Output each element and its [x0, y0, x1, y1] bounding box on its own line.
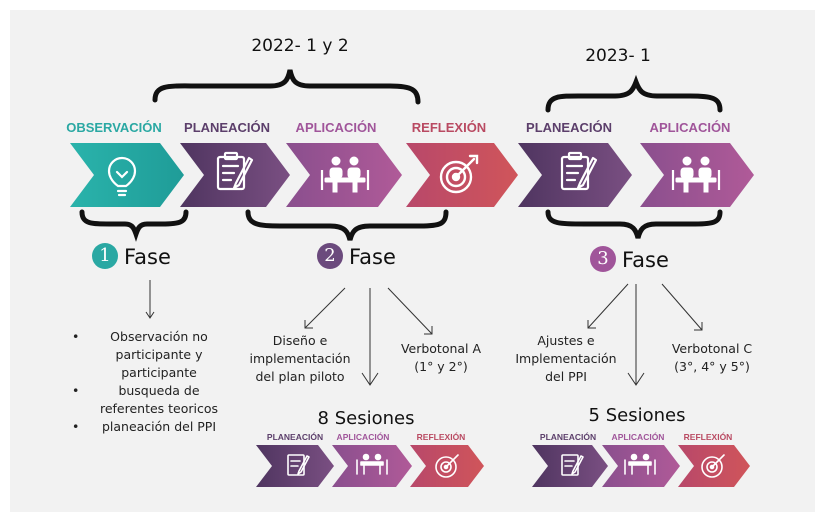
target-arrow-icon	[701, 454, 725, 478]
phase2-left-text: Diseño e implementación del plan piloto	[249, 333, 351, 384]
step-label-aplicacion: APLICACIÓN	[295, 120, 377, 135]
list-item: busqueda de referentes teoricos	[72, 382, 232, 418]
phase1-bullet-list: Observación no participante y participan…	[72, 328, 232, 436]
phase-number-badge: 1	[92, 243, 118, 269]
phase3-sessions: 5 Sesiones	[588, 405, 686, 426]
meeting-people-icon	[356, 453, 388, 475]
arrow-fase3-right	[661, 283, 703, 331]
meeting-people-icon	[671, 156, 721, 193]
chevron-planeacion-1	[180, 143, 290, 207]
mini-label-planeacion: PLANEACIÓN	[539, 432, 597, 442]
phase3-right-text-1: Verbotonal C	[671, 341, 753, 356]
target-arrow-icon	[439, 154, 479, 194]
year-label-2023: 2023- 1	[585, 46, 651, 66]
brace-fase3	[545, 209, 723, 239]
chevron-reflexion	[406, 143, 518, 207]
step-label-planeacion: PLANEACIÓN	[184, 120, 270, 135]
arrow-fase3-left	[587, 283, 629, 329]
phase3-left-text: Ajustes e Implementación del PPI	[515, 333, 617, 384]
phase-label: Fase	[124, 245, 171, 269]
step-label-observacion: OBSERVACIÓN	[66, 120, 162, 135]
arrow-fase1-down	[145, 280, 155, 319]
mini-label-planeacion: PLANEACIÓN	[266, 432, 324, 442]
clipboard-pencil-icon	[560, 151, 598, 191]
chevron-aplicacion-1	[286, 143, 402, 207]
phase-label: Fase	[622, 248, 669, 272]
chevron-observacion	[70, 143, 184, 207]
meeting-people-icon	[320, 156, 370, 193]
clipboard-pencil-icon	[561, 454, 584, 476]
phase-label: Fase	[349, 245, 396, 269]
mini-label-reflexion: REFLEXIÓN	[416, 432, 466, 442]
phase2-right-text-2: (1° y 2°)	[414, 359, 468, 374]
brace-2022	[152, 69, 421, 105]
mini-label-aplicacion: APLICACIÓN	[336, 432, 390, 442]
brace-2023	[545, 74, 723, 113]
mini-chevron-aplicacion	[332, 445, 412, 487]
mini-chevron-aplicacion	[602, 445, 680, 487]
phase2-sessions: 8 Sesiones	[317, 408, 415, 429]
mini-label-reflexion: REFLEXIÓN	[683, 432, 733, 442]
clipboard-pencil-icon	[216, 151, 254, 191]
chevron-planeacion-2	[518, 143, 632, 207]
arrow-fase2-left	[304, 287, 346, 329]
lightbulb-icon	[107, 156, 137, 197]
list-item: planeación del PPI	[72, 418, 232, 436]
step-label-reflexion: REFLEXIÓN	[411, 120, 487, 135]
phase-number-badge: 2	[317, 243, 343, 269]
phase3-right-text-2: (3°, 4° y 5°)	[674, 359, 750, 374]
year-label-2022: 2022- 1 y 2	[251, 36, 349, 56]
flow-arrows	[145, 280, 703, 386]
arrow-fase2-right	[387, 287, 433, 335]
arrow-fase2-down	[361, 288, 379, 386]
list-item: Observación no participante y participan…	[72, 328, 232, 382]
phase2-right-text-1: Verbotonal A	[400, 341, 482, 356]
chevron-aplicacion-2	[640, 143, 754, 207]
step-label-planeacion: PLANEACIÓN	[526, 120, 612, 135]
clipboard-pencil-icon	[287, 454, 310, 476]
step-label-aplicacion: APLICACIÓN	[649, 120, 731, 135]
meeting-people-icon	[624, 453, 656, 475]
brace-fase1	[79, 209, 189, 242]
target-arrow-icon	[435, 454, 459, 478]
brace-fase2	[245, 209, 449, 241]
phase-number-badge: 3	[590, 246, 616, 272]
mini-label-aplicacion: APLICACIÓN	[611, 432, 665, 442]
arrow-fase3-down	[627, 284, 645, 386]
